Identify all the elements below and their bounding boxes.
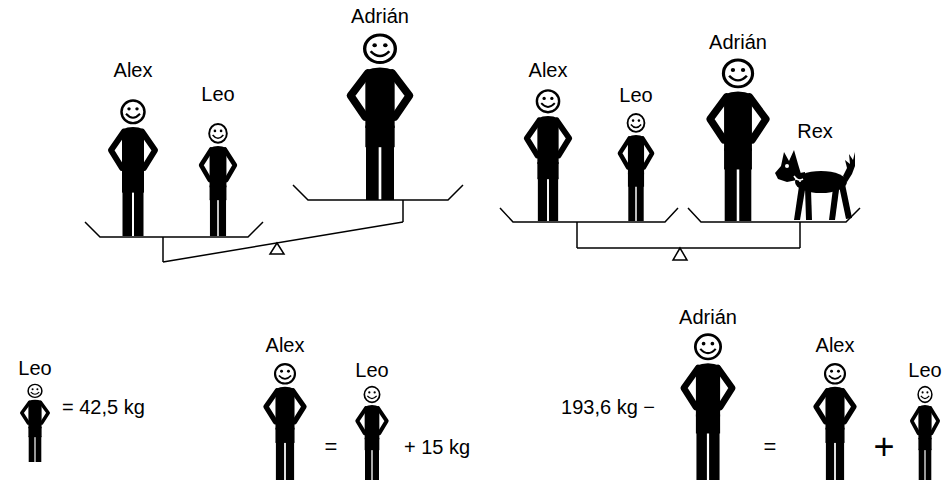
person-name: Leo — [355, 359, 388, 381]
equation-text: + 15 kg — [404, 436, 470, 458]
person-name: Adrián — [351, 5, 409, 27]
person-name: Leo — [201, 83, 234, 105]
person-name: Alex — [529, 59, 568, 81]
equation-sign: = — [325, 435, 338, 459]
person-name: Adrián — [709, 31, 767, 53]
person-name: Alex — [114, 59, 153, 81]
person-name: Alex — [816, 334, 855, 356]
equation-text: = 42,5 kg — [62, 396, 145, 418]
person-name: Leo — [908, 359, 941, 381]
equation-sign: = — [764, 435, 777, 459]
person-name: Leo — [619, 84, 652, 106]
person-name: Alex — [266, 334, 305, 356]
stick-figures — [22, 35, 938, 480]
person-name: Leo — [18, 357, 51, 379]
equation-sign: + — [873, 427, 894, 467]
equation-text: 193,6 kg − — [561, 396, 655, 418]
person-name: Adrián — [679, 306, 737, 328]
dog-name: Rex — [797, 120, 833, 142]
